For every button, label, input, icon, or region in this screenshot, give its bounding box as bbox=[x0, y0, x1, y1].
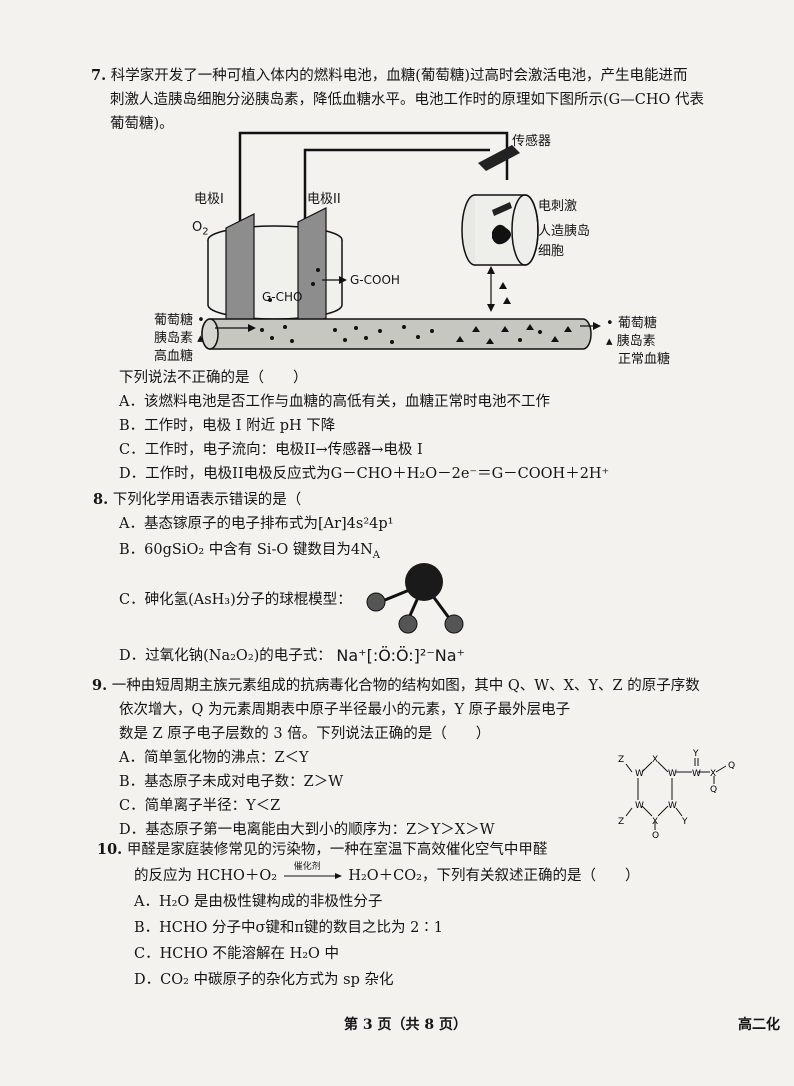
svg-text:W: W bbox=[635, 801, 644, 811]
q10-option-c[interactable]: C．HCHO 不能溶解在 H₂O 中 bbox=[134, 946, 340, 962]
svg-text:W: W bbox=[635, 769, 644, 779]
electrode-2-plate bbox=[297, 207, 327, 333]
q7-line1: 科学家开发了一种可植入体内的燃料电池，血糖(葡萄糖)过高时会激活电池，产生电能进… bbox=[110, 68, 688, 84]
svg-text:Q: Q bbox=[652, 831, 659, 838]
q10-option-b[interactable]: B．HCHO 分子中σ键和π键的数目之比为 2∶1 bbox=[134, 920, 444, 936]
page-number: 第 3 页（共 8 页） bbox=[344, 1017, 467, 1033]
label-left-glucose: 葡萄糖 • bbox=[154, 313, 205, 328]
q10-text: 10. 甲醛是家庭装修常见的污染物，一种在室温下高效催化空气中甲醛 bbox=[97, 840, 547, 860]
q9-text: 9. 一种由短周期主族元素组成的抗病毒化合物的结构如图，其中 Q、W、X、Y、Z… bbox=[92, 676, 700, 696]
q10-line2: 的反应为 HCHO＋O₂ 催化剂 H₂O＋CO₂，下列有关叙述正确的是（ ） bbox=[134, 862, 640, 884]
svg-text:Y: Y bbox=[681, 817, 688, 827]
label-gcooh: G-COOH bbox=[350, 273, 400, 287]
svg-text:X: X bbox=[652, 755, 658, 765]
q7-line2: 刺激人造胰岛细胞分泌胰岛素，降低血糖水平。电池工作时的原理如下图所示(G—CHO… bbox=[110, 92, 704, 108]
svg-text:W: W bbox=[692, 769, 701, 779]
electrode-1-plate bbox=[225, 213, 255, 337]
q8-stem: 下列化学用语表示错误的是（ bbox=[112, 492, 302, 508]
svg-text:Y: Y bbox=[692, 749, 699, 759]
q7-line3: 葡萄糖)。 bbox=[110, 116, 174, 132]
q9-option-c[interactable]: C．简单离子半径：Y＜Z bbox=[119, 798, 281, 814]
islet-cell-shape bbox=[492, 224, 511, 245]
q9-number: 9. bbox=[92, 677, 108, 694]
svg-text:Z: Z bbox=[618, 755, 624, 765]
svg-text:W: W bbox=[668, 801, 677, 811]
q9-option-b[interactable]: B．基态原子未成对电子数：Z＞W bbox=[119, 774, 344, 790]
q7-option-a[interactable]: A．该燃料电池是否工作与血糖的高低有关，血糖正常时电池不工作 bbox=[119, 394, 550, 410]
q8-text: 8. 下列化学用语表示错误的是（ bbox=[93, 490, 301, 510]
svg-text:Z: Z bbox=[618, 817, 624, 827]
q7-stem: 下列说法不正确的是（ ） bbox=[119, 370, 308, 386]
q8-option-d[interactable]: D．过氧化钠(Na₂O₂)的电子式： Na⁺[:Ö:Ö:]²⁻Na⁺ bbox=[119, 646, 465, 665]
q10-line1: 甲醛是家庭装修常见的污染物，一种在室温下高效催化空气中甲醛 bbox=[126, 842, 548, 858]
svg-text:X: X bbox=[652, 817, 658, 827]
q7-option-b[interactable]: B．工作时，电极 I 附近 pH 下降 bbox=[119, 418, 336, 434]
na2o2-electron-formula: Na⁺[:Ö:Ö:]²⁻Na⁺ bbox=[336, 646, 465, 665]
q9-line2: 依次增大，Q 为元素周期表中原子半径最小的元素，Y 原子最外层电子 bbox=[119, 702, 571, 718]
q9-line1: 一种由短周期主族元素组成的抗病毒化合物的结构如图，其中 Q、W、X、Y、Z 的原… bbox=[111, 678, 700, 694]
q7-text: 7. 科学家开发了一种可植入体内的燃料电池，血糖(葡萄糖)过高时会激活电池，产生… bbox=[91, 66, 688, 86]
fuel-cell-figure bbox=[201, 131, 601, 350]
svg-text:X: X bbox=[710, 769, 716, 779]
label-left-insulin: 胰岛素 ▴ bbox=[154, 331, 204, 346]
q10-option-d[interactable]: D．CO₂ 中碳原子的杂化方式为 sp 杂化 bbox=[134, 972, 394, 988]
q8-option-b[interactable]: B．60gSiO₂ 中含有 Si-O 键数目为4NA bbox=[119, 542, 380, 561]
label-right-normal-sugar: 正常血糖 bbox=[618, 352, 671, 367]
svg-text:Q: Q bbox=[710, 785, 717, 795]
subject-label: 高二化 bbox=[738, 1017, 780, 1033]
q8-number: 8. bbox=[93, 491, 109, 508]
q10-option-a[interactable]: A．H₂O 是由极性键构成的非极性分子 bbox=[134, 894, 383, 910]
q9-option-d[interactable]: D．基态原子第一电离能由大到小的顺序为：Z＞Y＞X＞W bbox=[119, 822, 495, 838]
q7-option-c[interactable]: C．工作时，电子流向：电极II→传感器→电极 I bbox=[119, 442, 423, 458]
q7-number: 7. bbox=[91, 67, 107, 84]
label-right-glucose: • 葡萄糖 bbox=[606, 316, 657, 331]
label-islet-cell-2: 细胞 bbox=[538, 244, 565, 259]
q7-option-d[interactable]: D．工作时，电极II电极反应式为G－CHO＋H₂O－2e⁻＝G－COOH＋2H⁺ bbox=[119, 466, 610, 482]
label-electrode-1: 电极I bbox=[194, 192, 224, 207]
q8-option-a[interactable]: A．基态镓原子的电子排布式为[Ar]4s²4p¹ bbox=[119, 516, 394, 532]
svg-text:W: W bbox=[668, 769, 677, 779]
q8-option-c[interactable]: C．砷化氢(AsH₃)分子的球棍模型： bbox=[119, 592, 352, 608]
label-electric-stim: 电刺激 bbox=[538, 199, 578, 214]
insulin-triangles bbox=[456, 324, 572, 344]
svg-text:Q: Q bbox=[728, 761, 735, 771]
catalyst-arrow: 催化剂 bbox=[282, 862, 344, 883]
label-left-high-sugar: 高血糖 bbox=[154, 349, 194, 364]
ash3-ball-stick-model bbox=[366, 563, 464, 634]
blood-vessel bbox=[201, 318, 592, 350]
q9-line3: 数是 Z 原子电子层数的 3 倍。下列说法正确的是（ ） bbox=[119, 726, 491, 742]
label-right-insulin: ▴ 胰岛素 bbox=[606, 334, 656, 349]
label-o2: O2 bbox=[192, 220, 209, 238]
sensor-plate bbox=[478, 145, 520, 171]
q9-option-a[interactable]: A．简单氢化物的沸点：Z＜Y bbox=[119, 750, 309, 766]
label-sensor: 传感器 bbox=[512, 134, 552, 149]
q10-number: 10. bbox=[97, 841, 123, 858]
label-gcho: G-CHO bbox=[262, 290, 303, 304]
label-islet-cell-1: 人造胰岛 bbox=[538, 224, 591, 239]
glucose-dots bbox=[260, 268, 542, 344]
label-electrode-2: 电极II bbox=[307, 192, 341, 207]
